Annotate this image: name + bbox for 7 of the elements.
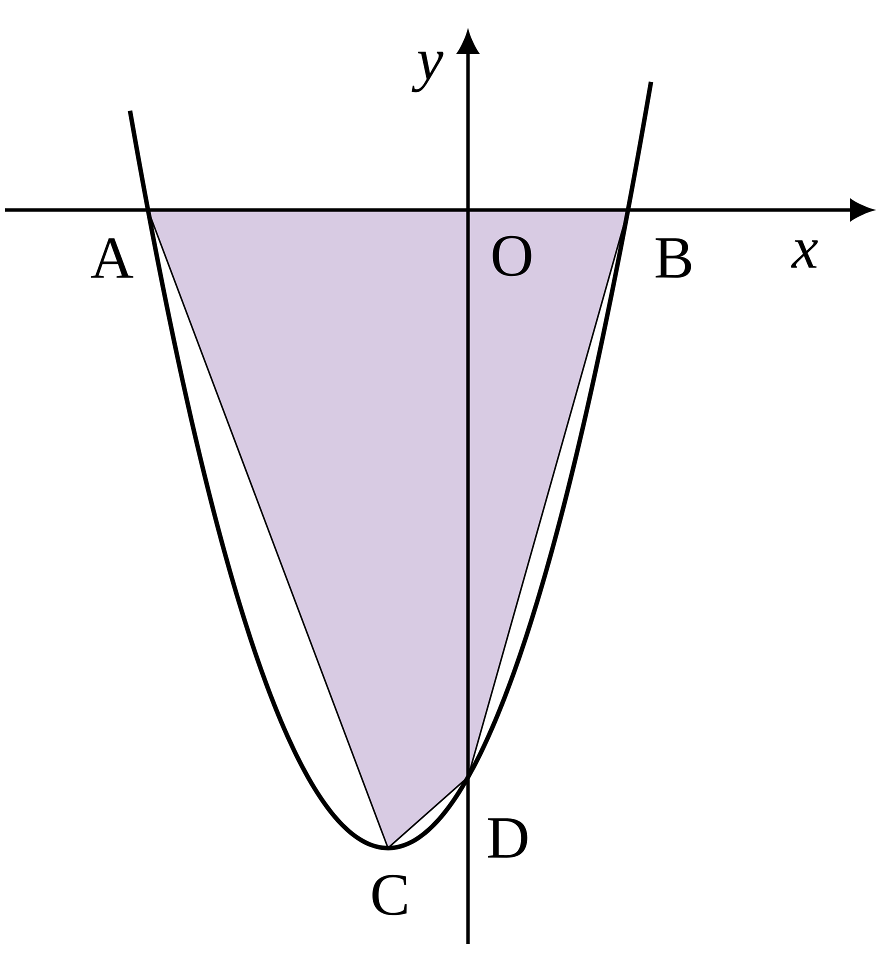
point-label: B: [656, 238, 692, 278]
axis-label: x: [790, 240, 818, 268]
axis-label: y: [412, 52, 444, 92]
point-label: C: [372, 874, 407, 916]
point-label: D: [488, 818, 528, 858]
point-label: O: [492, 236, 532, 276]
point-label: A: [90, 238, 134, 278]
